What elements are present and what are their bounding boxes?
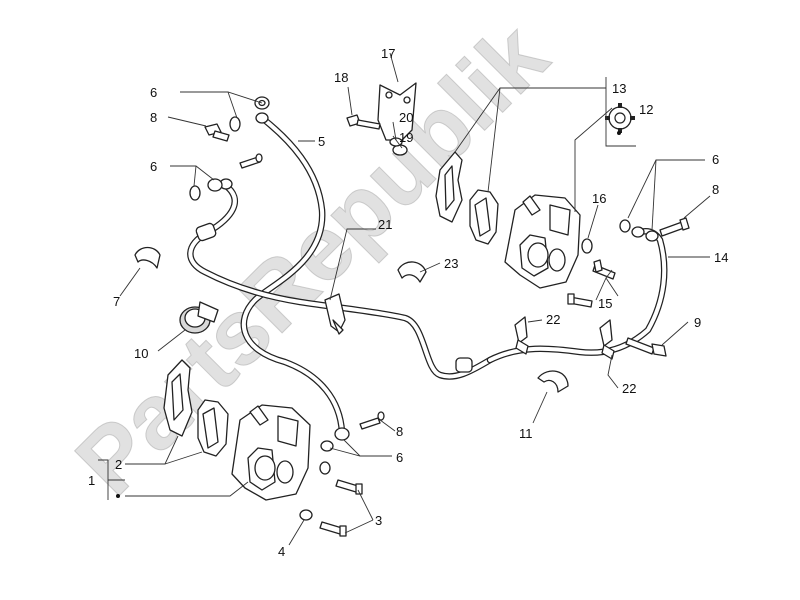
callout-22-left: 22 [546,312,560,327]
hose-grommet-center [455,357,473,373]
callout-16: 16 [592,191,606,206]
callout-15: 15 [598,296,612,311]
callout-12: 12 [639,102,653,117]
hose-clamp-10 [179,301,219,334]
left-caliper-assembly [163,359,385,537]
assembly-dot-right [617,131,621,135]
washer-6a-2 [229,116,241,132]
bolt-8a [204,123,230,142]
hose-clip-11 [537,370,569,393]
callout-6-mid: 6 [150,159,157,174]
bracket-22b [599,319,615,360]
callouts: 6 8 5 6 7 10 2 1 3 4 8 6 17 18 20 19 13 … [88,46,728,559]
callout-20: 20 [399,110,413,125]
washer-6b-2 [189,185,201,201]
callout-8-mid: 8 [396,424,403,439]
hose-grommet-left [195,222,217,242]
bolt-9 [625,337,667,357]
callout-4: 4 [278,544,285,559]
callout-3: 3 [375,513,382,528]
bleed-valve-16 [581,238,593,254]
washer-6c-2 [645,230,659,242]
banjo-fitting-5-bottom [334,427,350,441]
callout-1: 1 [88,473,95,488]
callout-5: 5 [318,134,325,149]
callout-6-top: 6 [150,85,157,100]
brake-caliper-right [504,194,581,289]
watermark-text: PartsRepublik [57,4,567,514]
callout-14: 14 [714,250,728,265]
leader-lines [98,52,711,546]
right-caliper-assembly [435,151,616,308]
hose-clip-23 [397,261,427,283]
callout-19: 19 [399,130,413,145]
hose-guide-21 [324,293,346,335]
hose-5 [240,114,346,436]
washer-4 [299,509,313,521]
banjo-fitting-5-top [255,112,269,124]
callout-22-right: 22 [622,381,636,396]
bolt-8b [359,411,385,430]
callout-18: 18 [334,70,348,85]
callout-21: 21 [378,217,392,232]
callout-23: 23 [444,256,458,271]
bracket-22a [514,316,529,355]
callout-10: 10 [134,346,148,361]
bolt-8c [659,217,690,237]
callout-9: 9 [694,315,701,330]
bolt-15-lower [567,293,593,308]
washer-6c-1 [619,219,631,233]
brake-pad-right-outer [435,151,463,223]
bolt-3-upper [335,479,363,495]
callout-17: 17 [381,46,395,61]
washer-6d [320,440,334,452]
gear-icon [605,103,635,133]
callout-8-top: 8 [150,110,157,125]
assembly-dot-left [116,494,120,498]
banjo-fitting-14 [631,226,645,238]
bolt-8-small [239,153,263,169]
brake-pad-left-outer [163,359,193,437]
callout-13: 13 [612,81,626,96]
brake-pad-left-inner [197,399,229,457]
brake-pad-right-inner [469,189,499,245]
callout-11: 11 [519,426,533,441]
callout-6-bottom: 6 [396,450,403,465]
watermark: PartsRepublik [57,3,568,514]
washer-6b-1 [207,178,223,192]
callout-8-right: 8 [712,182,719,197]
callout-2: 2 [115,457,122,472]
brake-caliper-left [231,404,311,501]
washer-3 [319,461,331,475]
callout-6-right: 6 [712,152,719,167]
hose-clip-7 [134,246,161,269]
bolt-3-lower [319,521,347,537]
right-fittings [619,217,690,242]
bracket-17 [346,82,417,156]
callout-7: 7 [113,294,120,309]
bolt-15-upper [592,259,616,280]
